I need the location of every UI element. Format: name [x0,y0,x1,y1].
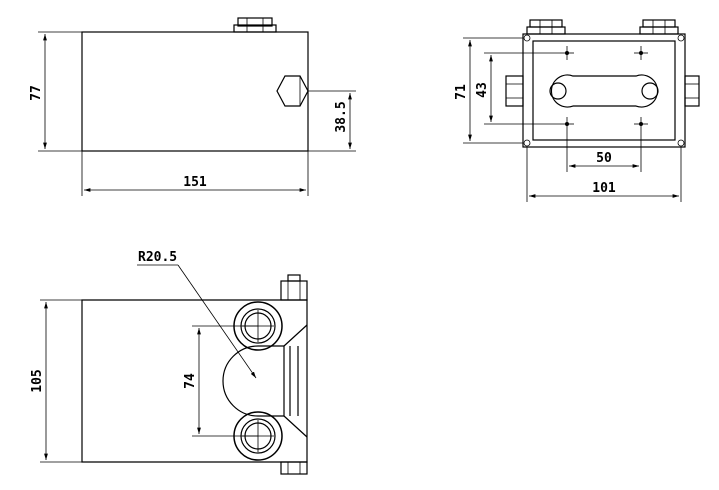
side-top-fitting-right [639,19,679,35]
top-bolt-upper [280,274,308,301]
front-top-fitting [233,17,277,33]
dim-port-height-label: 38.5 [334,101,349,132]
side-view: 71 43 50 101 [454,19,700,202]
top-rail [283,324,308,438]
front-hex-port [276,75,309,107]
side-slot [550,74,659,108]
dim-top-depth-label: 105 [30,369,45,392]
dim-side-height-outer: 71 [454,37,523,144]
side-inner-plate [532,40,676,141]
top-view: 105 74 R20.5 [30,250,308,475]
side-hole-left [549,82,567,100]
side-hole-right [641,82,659,100]
top-bolt-lower [280,461,308,475]
dim-hole-spacing-label: 50 [596,151,612,166]
side-port-right [684,75,700,107]
dim-radius-label: R20.5 [138,250,177,265]
dim-side-height-outer-label: 71 [454,84,469,100]
side-top-fitting-left [526,19,566,35]
dim-front-length: 151 [81,151,309,196]
dim-side-height-inner-label: 43 [475,82,490,98]
side-outer-plate [522,33,686,148]
dim-port-spacing: 74 [183,325,258,437]
front-view: 77 38.5 151 [29,17,356,196]
side-port-left [505,75,524,107]
dim-hole-spacing: 50 [569,151,639,168]
dim-port-spacing-label: 74 [183,373,198,389]
dim-side-height-inner: 43 [475,52,560,125]
dim-radius: R20.5 [137,250,257,379]
dim-front-height-label: 77 [29,85,44,101]
top-pocket [222,345,259,417]
dim-top-depth: 105 [30,299,82,463]
dim-side-width-label: 101 [592,181,616,196]
dim-port-height: 38.5 [308,90,356,152]
dim-side-width: 101 [526,147,682,202]
dim-front-length-label: 151 [183,175,207,190]
front-body [81,31,309,152]
dim-front-height: 77 [29,31,82,152]
